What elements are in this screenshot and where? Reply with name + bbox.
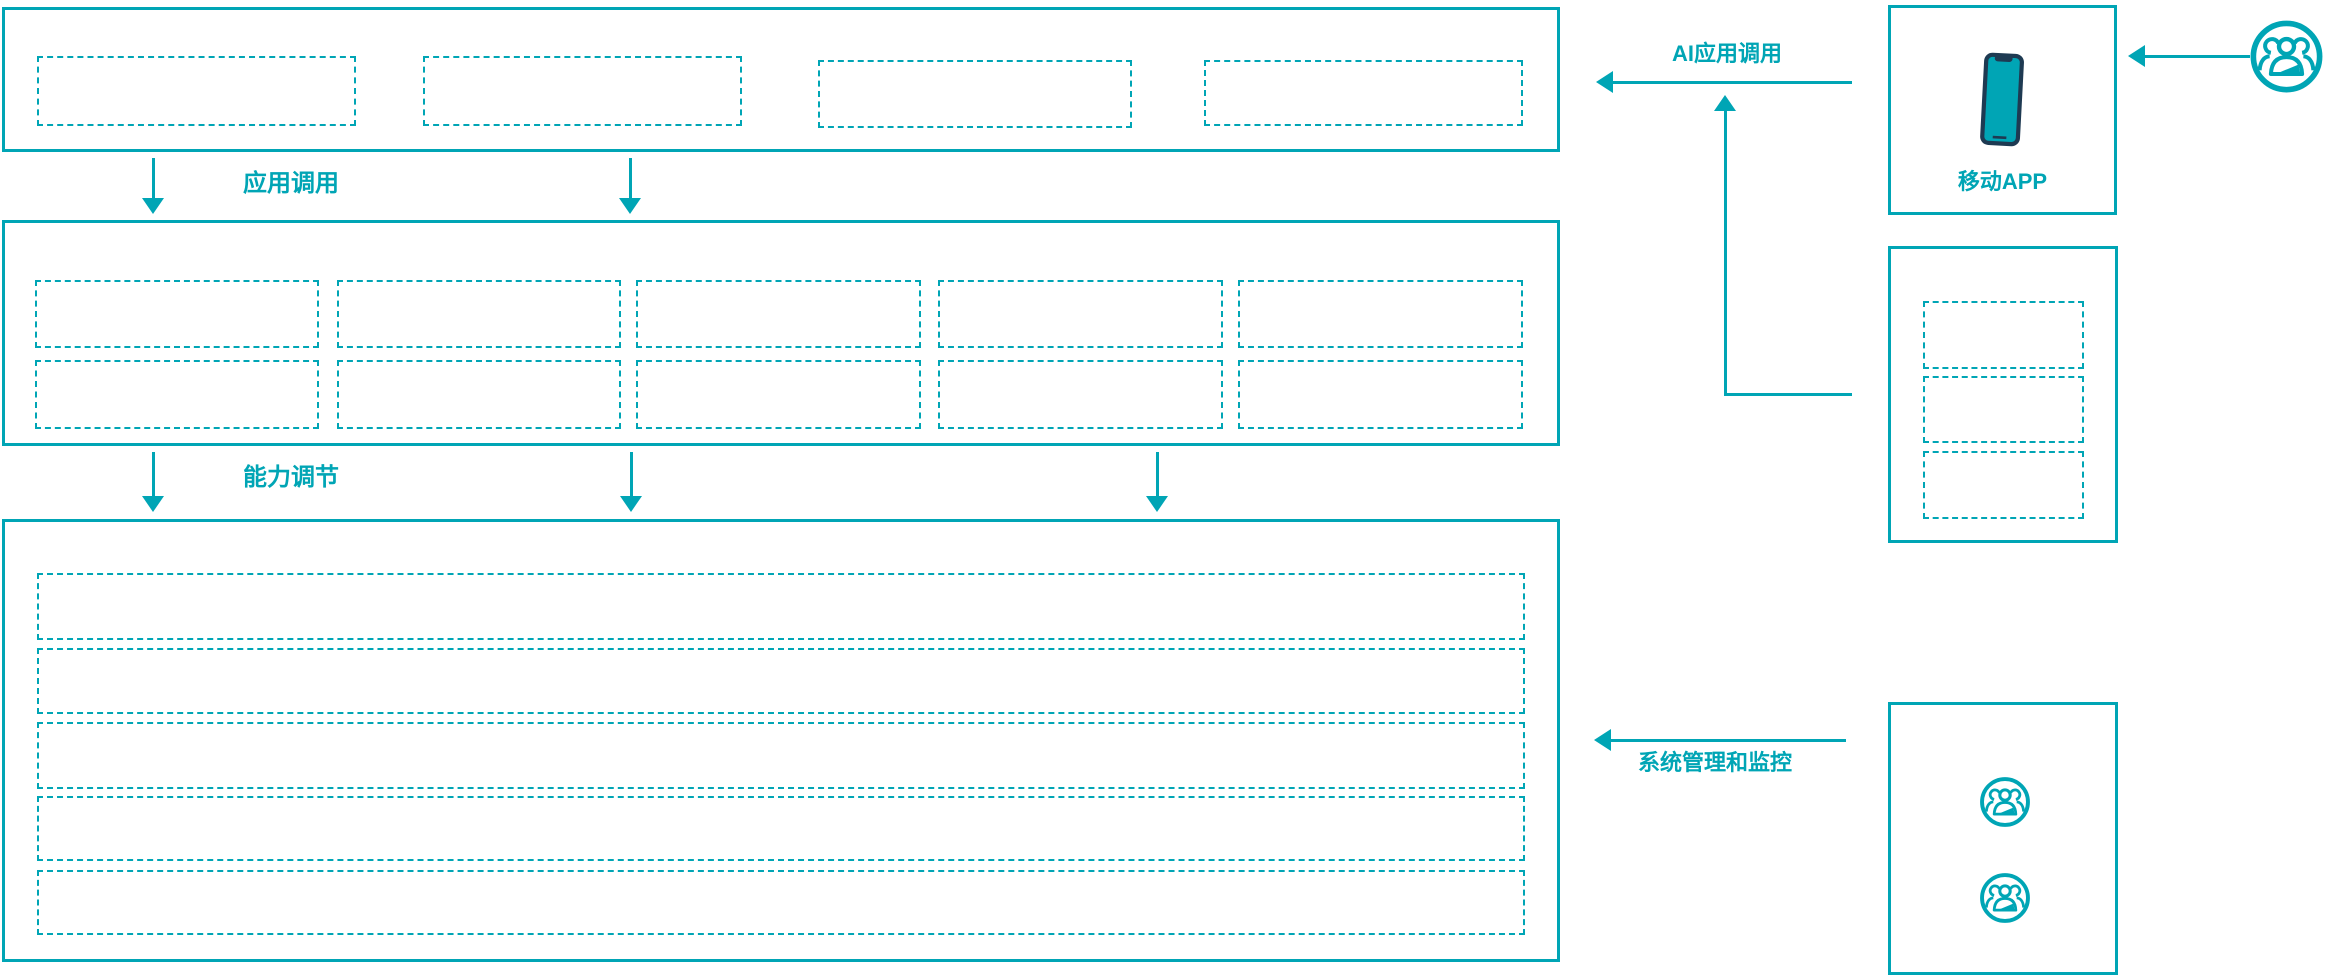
placeholder-box <box>636 280 921 348</box>
placeholder-box <box>1923 451 2084 519</box>
app-call-label: 应用调用 <box>243 170 339 197</box>
operator-users-group-icon <box>1979 872 2031 924</box>
ai-app-call-label: AI应用调用 <box>1672 41 1783 66</box>
system-management-label: 系统管理和监控 <box>1638 750 1793 775</box>
placeholder-box <box>1238 360 1523 429</box>
placeholder-box <box>1923 301 2084 369</box>
mobile-phone-icon <box>1968 48 2036 153</box>
placeholder-box <box>818 60 1132 128</box>
placeholder-row <box>37 870 1525 935</box>
capability-adjust-label: 能力调节 <box>243 464 339 491</box>
placeholder-box <box>337 280 621 348</box>
placeholder-box <box>1923 376 2084 443</box>
placeholder-box <box>938 280 1223 348</box>
placeholder-box <box>337 360 621 429</box>
placeholder-row <box>37 573 1525 640</box>
placeholder-box <box>35 280 319 348</box>
operator-users-group-icon <box>1979 776 2031 828</box>
placeholder-box <box>35 360 319 429</box>
placeholder-row <box>37 796 1525 861</box>
placeholder-box <box>636 360 921 429</box>
placeholder-box <box>938 360 1223 429</box>
placeholder-box <box>1204 60 1523 126</box>
placeholder-row <box>37 648 1525 714</box>
mobile-app-label: 移动APP <box>1957 169 2048 194</box>
placeholder-box <box>1238 280 1523 348</box>
placeholder-box <box>423 56 742 126</box>
placeholder-row <box>37 722 1525 789</box>
end-user-group-icon <box>2249 19 2324 94</box>
operators-panel <box>1888 702 2118 975</box>
placeholder-box <box>37 56 356 126</box>
